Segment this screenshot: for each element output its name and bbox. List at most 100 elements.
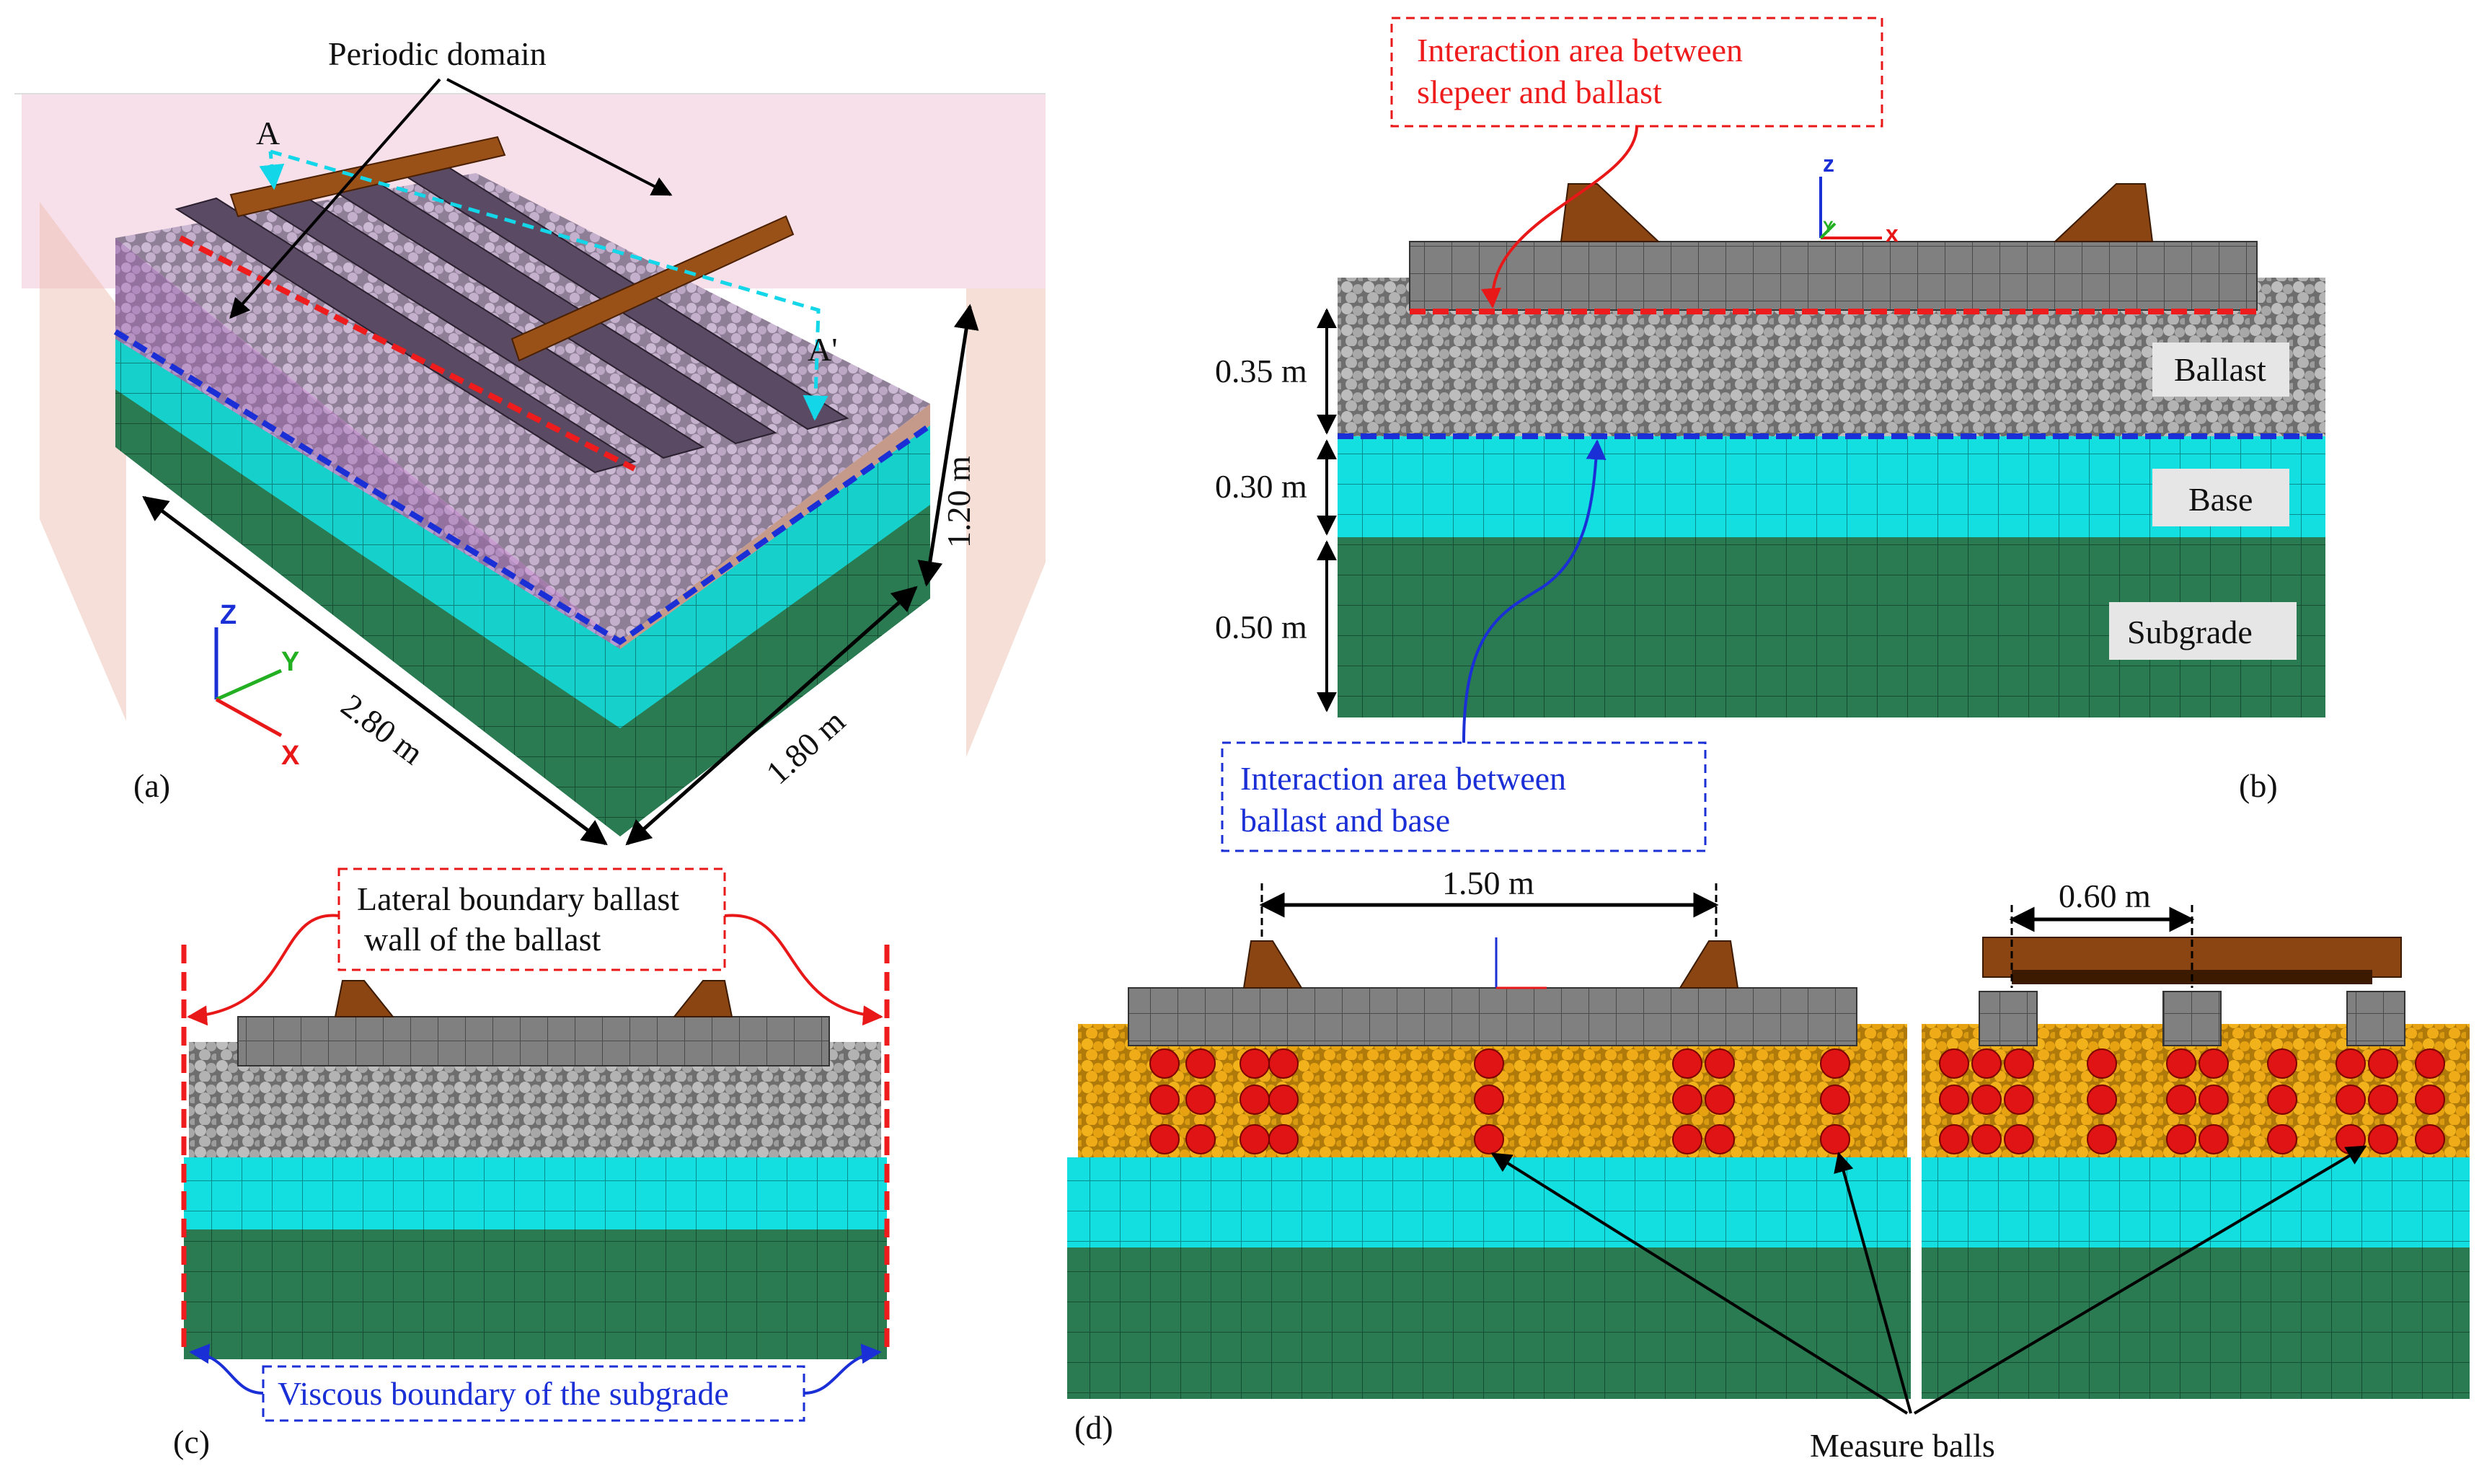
subgrade-label-bg bbox=[2109, 602, 2297, 660]
viscous-arrow-right bbox=[803, 1343, 882, 1395]
measure-ball bbox=[1474, 1048, 1504, 1079]
measure-ball bbox=[2199, 1085, 2229, 1115]
measure-ball bbox=[1185, 1048, 1216, 1079]
measure-arrow-2 bbox=[1834, 1152, 1912, 1414]
sleeper-interaction-line-a bbox=[179, 235, 636, 472]
measure-ball bbox=[1268, 1124, 1299, 1154]
measure-ball bbox=[2368, 1048, 2398, 1079]
viscous-boundary-text: Viscous boundary of the subgrade bbox=[278, 1375, 729, 1412]
sleeper-c bbox=[237, 1016, 830, 1066]
periodic-domain-label: Periodic domain bbox=[328, 35, 547, 72]
sleeper-interaction-box bbox=[1390, 17, 1883, 128]
base-label-bg bbox=[2152, 469, 2289, 526]
dim-height-label: 1.20 m bbox=[940, 456, 977, 548]
panel-c-label: (c) bbox=[173, 1423, 210, 1460]
sleeper-d-right-1 bbox=[1979, 991, 2038, 1046]
panel-b-label: (b) bbox=[2239, 767, 2278, 804]
measure-ball bbox=[1672, 1085, 1702, 1115]
base-label: Base bbox=[2188, 481, 2253, 518]
measure-ball bbox=[2087, 1085, 2117, 1115]
measure-ball bbox=[1705, 1048, 1735, 1079]
measure-ball bbox=[1268, 1048, 1299, 1079]
section-a-prime-label: A' bbox=[808, 331, 838, 368]
periodic-arrow-1 bbox=[446, 78, 673, 196]
measure-ball bbox=[2415, 1085, 2445, 1115]
measure-ball bbox=[1268, 1085, 1299, 1115]
measure-ball bbox=[2267, 1048, 2297, 1079]
sleeper-d-right-2 bbox=[2162, 991, 2222, 1046]
panel-a: A A' Periodic domain 2.80 m 1.80 m 1.20 … bbox=[14, 35, 1046, 846]
measure-ball bbox=[2166, 1085, 2196, 1115]
measure-ball bbox=[1971, 1048, 2002, 1079]
panel-d: 1.50 m 0.60 m Measure balls (d) bbox=[1067, 865, 2470, 1464]
measure-ball bbox=[2087, 1124, 2117, 1154]
rail-d-left-2 bbox=[1679, 940, 1739, 989]
lateral-boundary-text: Lateral boundary ballast wall of the bal… bbox=[357, 880, 688, 958]
sleeper-d-left bbox=[1128, 987, 1857, 1046]
sleeper-interaction-line1: Interaction area between bbox=[1417, 32, 1743, 69]
thickness-subgrade: 0.50 m bbox=[1215, 609, 1307, 645]
svg-text:Z: Z bbox=[220, 600, 237, 630]
base-d-right bbox=[1922, 1157, 2470, 1247]
panel-a-label: (a) bbox=[133, 767, 170, 804]
measure-ball bbox=[2336, 1048, 2366, 1079]
ballast-label: Ballast bbox=[2174, 351, 2266, 388]
rail-c-left bbox=[334, 980, 395, 1017]
section-a-label: A bbox=[256, 115, 280, 151]
base-interaction-arrow bbox=[1462, 439, 1607, 743]
viscous-arrow-left bbox=[189, 1343, 264, 1395]
subgrade-d-left bbox=[1067, 1247, 1911, 1399]
base-d-left bbox=[1067, 1157, 1911, 1247]
measure-ball bbox=[1705, 1085, 1735, 1115]
measure-ball bbox=[1240, 1124, 1270, 1154]
base-c bbox=[184, 1157, 887, 1229]
thickness-ballast: 0.35 m bbox=[1215, 353, 1307, 389]
measure-ball bbox=[1149, 1085, 1180, 1115]
lateral-boundary-line1: Lateral boundary ballast bbox=[357, 880, 679, 917]
measure-ball bbox=[2004, 1085, 2034, 1115]
measure-ball bbox=[1672, 1048, 1702, 1079]
measure-ball bbox=[1474, 1124, 1504, 1154]
rail-b-left bbox=[1560, 183, 1661, 242]
measure-ball bbox=[1474, 1085, 1504, 1115]
rail-d-left-1 bbox=[1242, 940, 1303, 989]
measure-ball bbox=[2166, 1124, 2196, 1154]
dim-height-arrow bbox=[917, 304, 979, 587]
sleeper-b bbox=[1409, 241, 2258, 311]
measure-arrow-1 bbox=[1490, 1152, 1909, 1415]
measure-ball bbox=[1971, 1124, 2002, 1154]
measure-ball bbox=[1939, 1124, 1969, 1154]
measure-ball bbox=[2199, 1124, 2229, 1154]
panel-c: Lateral boundary ballast wall of the bal… bbox=[173, 867, 890, 1460]
axes-a: Z Y X bbox=[214, 600, 300, 771]
sleeper-interaction-line2: slepeer and ballast bbox=[1417, 74, 1662, 110]
periodic-plane-right bbox=[966, 288, 1046, 757]
base-interaction-box bbox=[1221, 741, 1707, 852]
sleeper-interaction-text: Interaction area between slepeer and bal… bbox=[1417, 32, 1751, 110]
measure-arrow-3 bbox=[1913, 1145, 2367, 1415]
lateral-arrow-left bbox=[187, 914, 340, 1026]
measure-ball bbox=[2368, 1124, 2398, 1154]
periodic-arrow-2 bbox=[229, 78, 441, 319]
section-line bbox=[270, 149, 828, 421]
panel-b: z x Y Interaction area between slepeer a… bbox=[1215, 17, 2325, 852]
dim-width-arrow bbox=[625, 586, 918, 846]
measure-ball bbox=[1939, 1085, 1969, 1115]
measure-ball bbox=[1820, 1048, 1850, 1079]
base-interaction-line1: Interaction area between bbox=[1240, 760, 1566, 797]
measure-ball bbox=[1971, 1085, 2002, 1115]
axes-b: z x Y bbox=[1819, 151, 1899, 247]
panel-d-label: (d) bbox=[1074, 1409, 1113, 1446]
sleeper-1 bbox=[174, 197, 637, 474]
measure-ball bbox=[2415, 1048, 2445, 1079]
measure-ball bbox=[1672, 1124, 1702, 1154]
measure-ball bbox=[1185, 1085, 1216, 1115]
measure-ball bbox=[1820, 1085, 1850, 1115]
measure-ball bbox=[1185, 1124, 1216, 1154]
axes-d-left bbox=[1495, 937, 1547, 989]
sleeper-spacing-label: 0.60 m bbox=[2059, 878, 2151, 914]
measure-balls-label: Measure balls bbox=[1810, 1427, 1995, 1464]
subgrade-label: Subgrade bbox=[2127, 614, 2253, 650]
sleeper-interaction-arrow bbox=[1481, 125, 1638, 309]
